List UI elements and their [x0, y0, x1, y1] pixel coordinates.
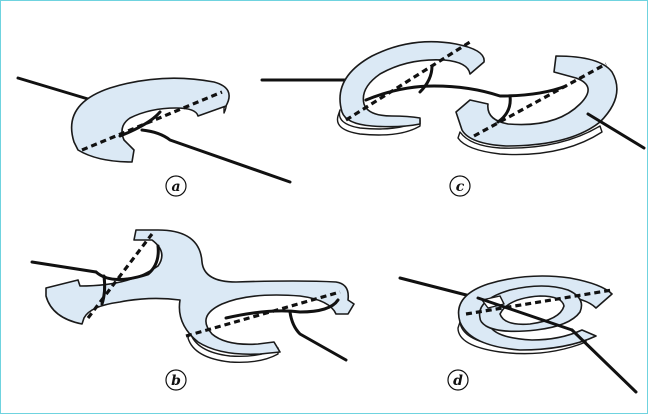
panel-b: b [32, 230, 354, 390]
panel-a: a [18, 78, 290, 196]
panel-b-wire-lower-branch [290, 312, 346, 360]
panel-d: d [400, 276, 636, 392]
panel-b-wire-upper [96, 246, 158, 280]
panel-d-wire-right [572, 330, 636, 392]
panel-c: c [262, 42, 644, 196]
panel-b-label: b [171, 373, 181, 389]
panel-d-label: d [453, 373, 463, 389]
panel-a-wire-right [142, 130, 290, 182]
panel-c-wire-s [366, 86, 566, 100]
panel-c-wire-bottom [498, 96, 510, 122]
panel-c-label: c [456, 179, 465, 195]
panel-b-wire-lower [226, 300, 338, 318]
panel-a-wire-left [18, 78, 98, 102]
panel-b-wire-left [32, 262, 96, 272]
panel-b-ring [46, 230, 354, 354]
panel-a-label: a [171, 179, 180, 195]
